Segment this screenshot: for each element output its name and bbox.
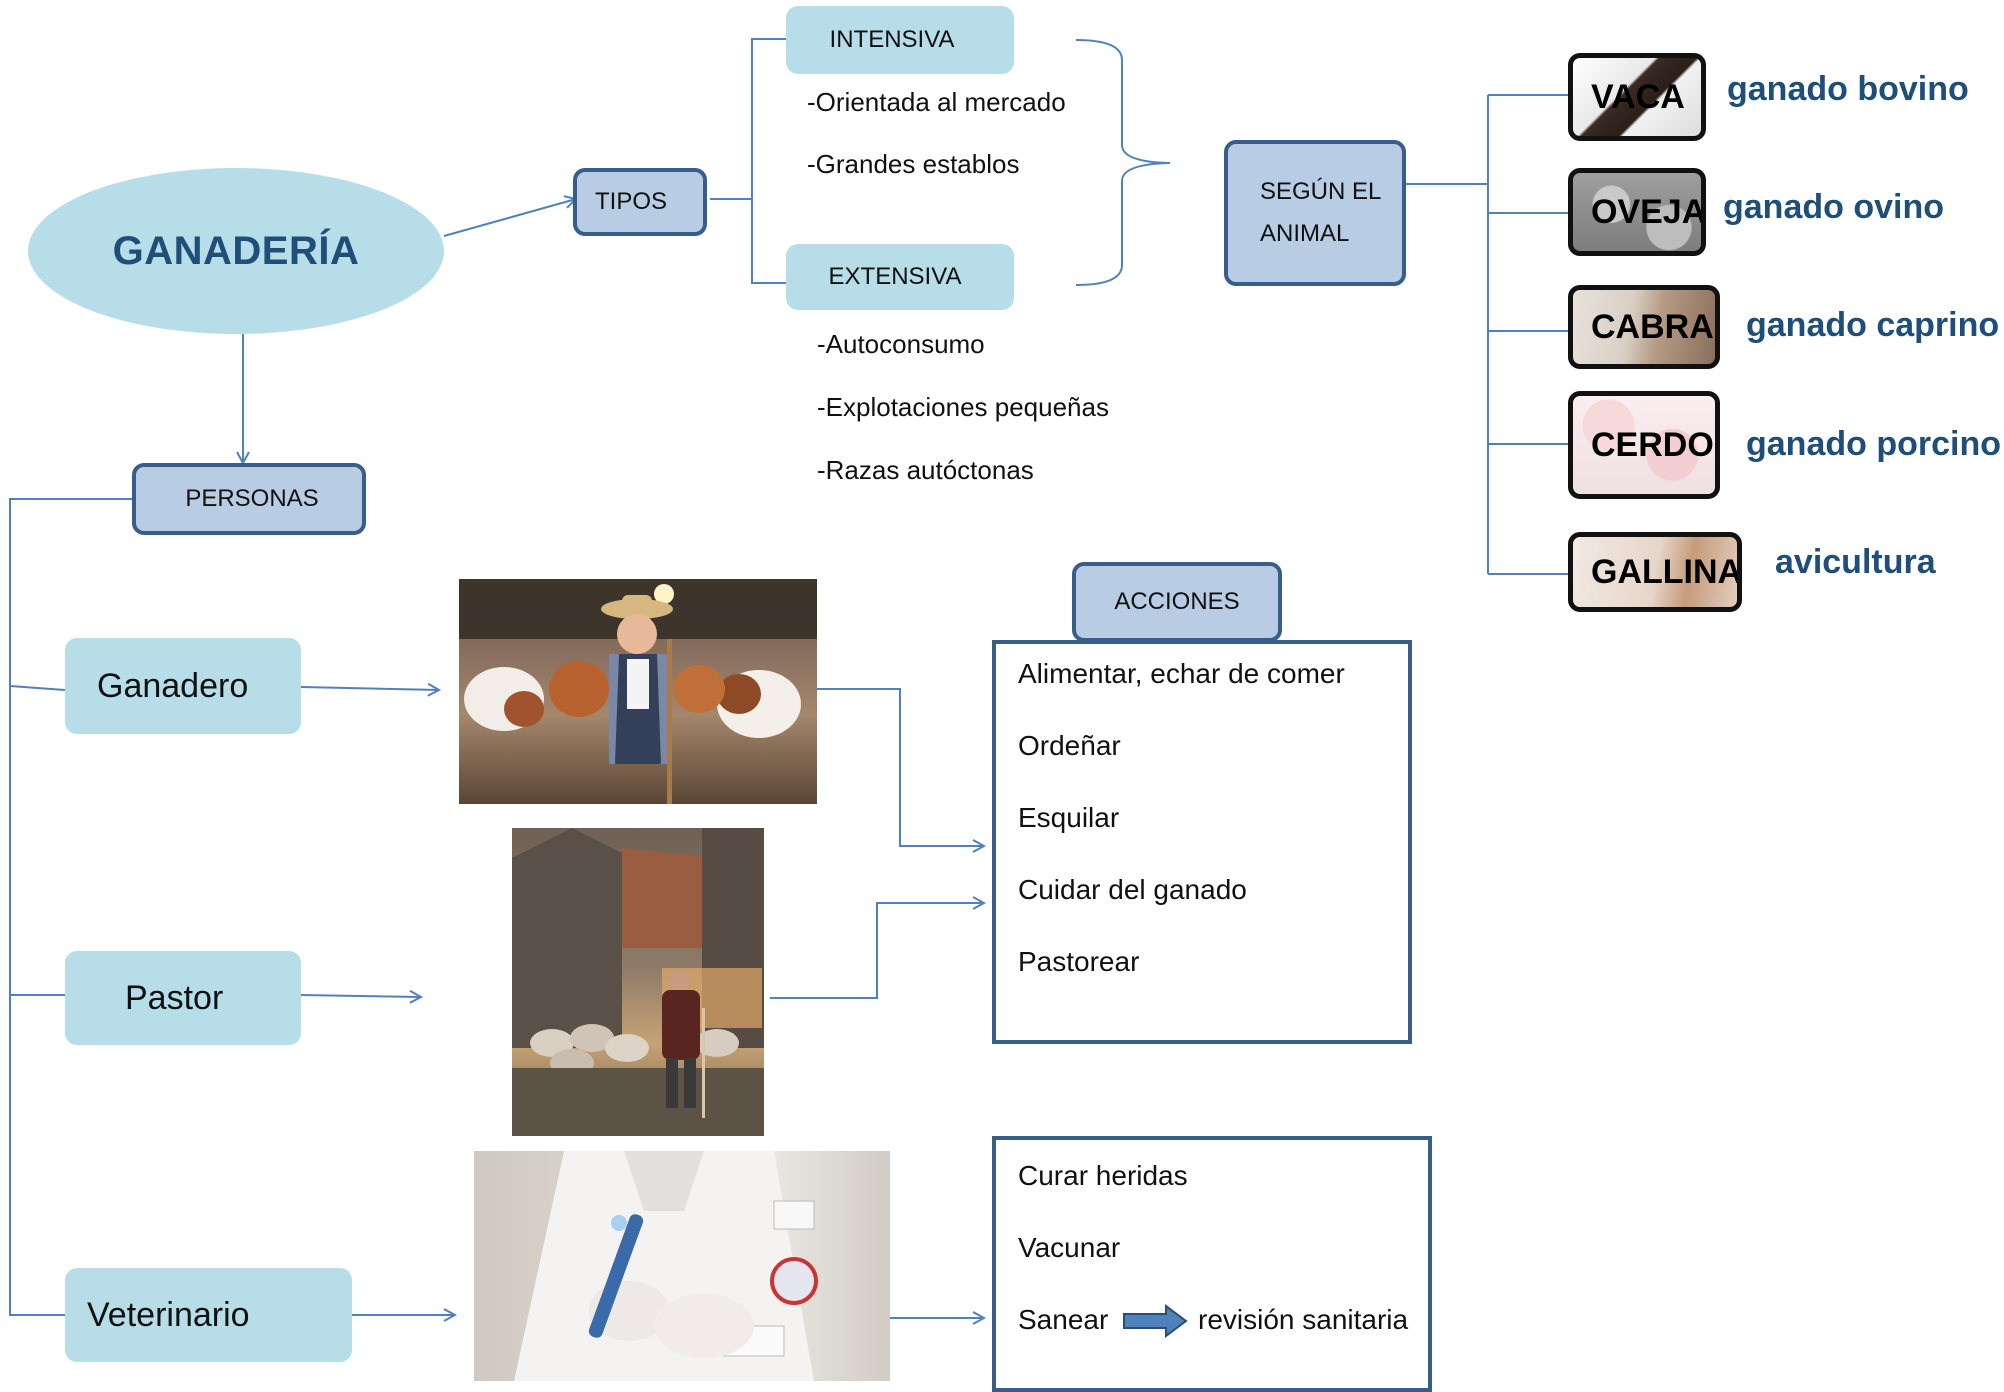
animal-cabra: CABRA [1568, 285, 1720, 369]
animal-name: VACA [1591, 77, 1685, 116]
animal-group: ganado ovino [1723, 188, 1944, 226]
role-label: Veterinario [87, 1295, 250, 1334]
animal-group: ganado caprino [1746, 306, 2000, 344]
animal-gallina: GALLINA [1568, 532, 1742, 612]
veterinarian-photo [474, 1151, 890, 1381]
animal-name: CABRA [1591, 307, 1714, 346]
role-label: Ganadero [97, 666, 249, 705]
segun-animal-line2: ANIMAL [1260, 220, 1350, 247]
animal-vaca: VACA [1568, 53, 1706, 141]
extensiva-box: EXTENSIVA [786, 244, 1014, 310]
accion-item: Cuidar del ganado [1018, 874, 1247, 905]
intensiva-label: INTENSIVA [829, 26, 955, 53]
extensiva-item: -Explotaciones pequeñas [817, 392, 1109, 422]
acciones-label: ACCIONES [1114, 588, 1240, 615]
ganaderia-title: GANADERÍA [28, 168, 444, 334]
intensiva-item: -Grandes establos [807, 149, 1020, 179]
animal-group: ganado porcino [1746, 425, 2001, 463]
accion-item: Ordeñar [1018, 730, 1121, 761]
animal-oveja: OVEJA [1568, 168, 1706, 256]
acciones-box: ACCIONES [1072, 562, 1282, 642]
intensiva-item: -Orientada al mercado [807, 87, 1066, 117]
animal-cerdo: CERDO [1568, 391, 1720, 499]
animal-name: CERDO [1591, 425, 1714, 464]
vet-accion-sanear: Sanear [1018, 1304, 1109, 1335]
role-ganadero: Ganadero [65, 638, 301, 734]
accion-item: Alimentar, echar de comer [1018, 658, 1345, 689]
tipos-box: TIPOS [573, 168, 707, 236]
personas-label: PERSONAS [185, 485, 319, 512]
tipos-label: TIPOS [595, 188, 668, 215]
animal-name: GALLINA [1591, 552, 1742, 591]
vet-accion-item: Curar heridas [1018, 1160, 1188, 1191]
personas-box: PERSONAS [132, 463, 366, 535]
role-veterinario: Veterinario [65, 1268, 352, 1362]
shepherd-sheep-photo [512, 828, 764, 1136]
veterinario-acciones-list: Curar heridas Vacunar Sanear revisión sa… [992, 1136, 1432, 1392]
segun-animal-line1: SEGÚN EL [1260, 178, 1382, 205]
role-pastor: Pastor [65, 951, 301, 1045]
intensiva-box: INTENSIVA [786, 6, 1014, 74]
animal-group: avicultura [1775, 543, 1936, 581]
animal-name: OVEJA [1591, 192, 1706, 231]
vet-accion-item: Vacunar [1018, 1232, 1121, 1263]
accion-item: Pastorear [1018, 946, 1140, 977]
accion-item: Esquilar [1018, 802, 1120, 833]
vet-accion-result: revisión sanitaria [1198, 1304, 1409, 1335]
extensiva-item: -Razas autóctonas [817, 455, 1034, 485]
extensiva-item: -Autoconsumo [817, 329, 985, 359]
animal-group: ganado bovino [1727, 70, 1969, 108]
extensiva-label: EXTENSIVA [828, 263, 962, 290]
right-arrow-icon [1122, 1304, 1188, 1345]
segun-animal-box: SEGÚN EL ANIMAL [1224, 140, 1406, 286]
farmer-barn-photo [459, 579, 817, 804]
role-label: Pastor [125, 978, 224, 1017]
acciones-list: Alimentar, echar de comer Ordeñar Esquil… [992, 640, 1412, 1044]
